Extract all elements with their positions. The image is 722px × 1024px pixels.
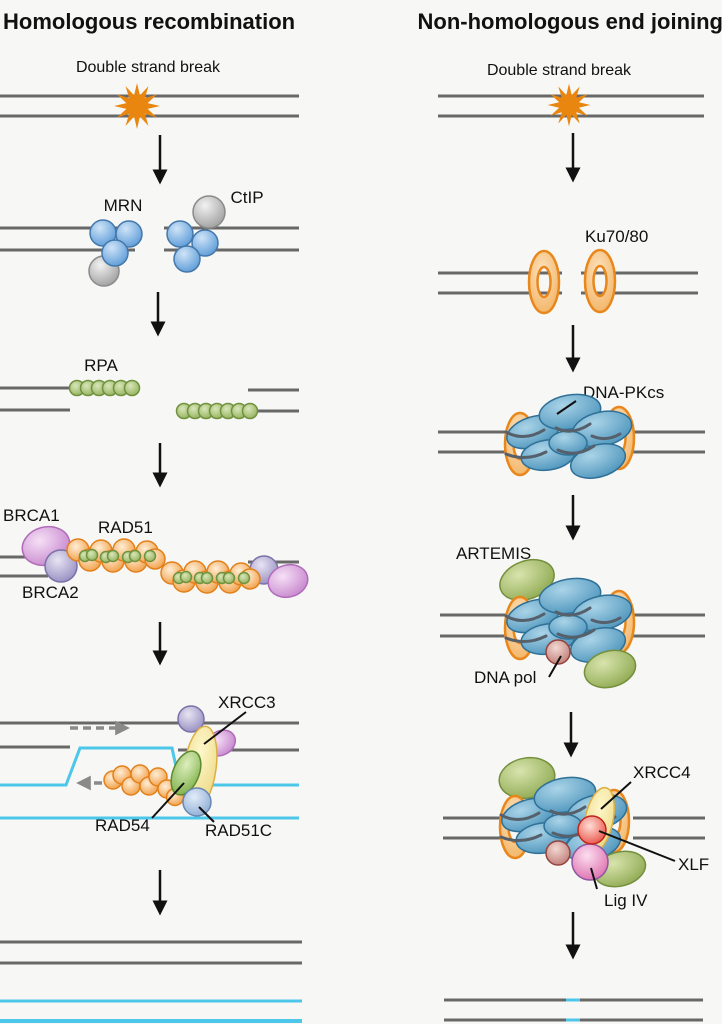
rad54-label: RAD54 bbox=[95, 816, 150, 835]
xlf-protein bbox=[577, 815, 607, 845]
dnapol-pointer bbox=[548, 655, 562, 678]
mrn-ctip-dna bbox=[0, 226, 299, 252]
ctip-complex bbox=[166, 195, 226, 273]
left-dsb-dna bbox=[0, 94, 299, 118]
right-repaired-dna bbox=[444, 998, 703, 1022]
right-pathway-title: Non-homologous end joining bbox=[418, 9, 722, 34]
artemis-protein-top bbox=[499, 558, 555, 602]
rad51-filament-right bbox=[160, 555, 309, 599]
dnapol-protein bbox=[545, 639, 571, 665]
xrcc4-label: XRCC4 bbox=[633, 763, 691, 782]
xrcc3-label: XRCC3 bbox=[218, 693, 276, 712]
rad51c-label: RAD51C bbox=[205, 821, 272, 840]
dnapol-label: DNA pol bbox=[474, 668, 536, 687]
dnapkcs-complex bbox=[503, 390, 635, 484]
dnapkcs-pointer bbox=[556, 400, 577, 415]
xrcc4-dna bbox=[443, 816, 705, 840]
dloop-pointer-lines bbox=[151, 711, 247, 823]
rad51c-protein bbox=[182, 787, 212, 817]
mrn-label: MRN bbox=[104, 196, 143, 215]
rad54-protein bbox=[170, 750, 202, 796]
ku-label: Ku70/80 bbox=[585, 227, 648, 246]
dnapol-protein2 bbox=[545, 840, 571, 866]
artemis-protein-bottom bbox=[583, 649, 637, 689]
xrcc4-pointer-lines bbox=[590, 781, 676, 890]
pkcs-dna bbox=[438, 430, 705, 454]
artemis-dna bbox=[440, 613, 705, 638]
brca2-protein bbox=[44, 549, 78, 583]
rpa-label: RPA bbox=[84, 356, 118, 375]
left-pathway-title: Homologous recombination bbox=[3, 9, 295, 34]
resected-dna bbox=[0, 386, 299, 413]
artemis-label: ARTEMIS bbox=[456, 544, 531, 563]
rad51-label: RAD51 bbox=[98, 518, 153, 537]
left-dsb-label: Double strand break bbox=[76, 59, 221, 76]
rpa-filament-left bbox=[68, 379, 141, 397]
mrn-complex bbox=[88, 219, 143, 287]
rad51-filament-left bbox=[66, 538, 166, 573]
ku-ring-left bbox=[527, 249, 561, 315]
right-break-starburst bbox=[547, 83, 591, 127]
ku-ring-right bbox=[583, 248, 617, 314]
brca1-label: BRCA1 bbox=[3, 506, 60, 525]
rpa-filament-right bbox=[175, 402, 259, 420]
xlf-label: XLF bbox=[678, 855, 709, 874]
brca2-label: BRCA2 bbox=[22, 583, 79, 602]
ku-dna bbox=[438, 271, 698, 295]
right-dsb-label: Double strand break bbox=[487, 62, 632, 79]
left-break-starburst bbox=[114, 83, 160, 129]
left-repaired-dna bbox=[0, 940, 302, 1023]
xrcc3-rad51c-complex bbox=[170, 705, 237, 817]
ctip-label: CtIP bbox=[230, 188, 263, 207]
dnapkcs-label: DNA-PKcs bbox=[583, 383, 664, 402]
ligiv-label: Lig IV bbox=[604, 891, 648, 910]
dloop-dna bbox=[0, 721, 299, 820]
ligiv-protein bbox=[571, 843, 609, 881]
